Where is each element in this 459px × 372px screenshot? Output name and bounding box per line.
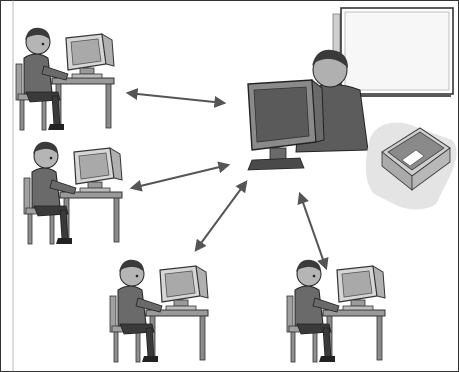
link-student-3-teacher [194,180,248,252]
teacher-workstation [247,49,369,171]
link-student-4-teacher [297,191,329,271]
whiteboard [332,7,454,97]
link-student-2-teacher [129,161,231,192]
link-student-1-teacher [125,88,227,108]
scanner-device [365,122,457,210]
